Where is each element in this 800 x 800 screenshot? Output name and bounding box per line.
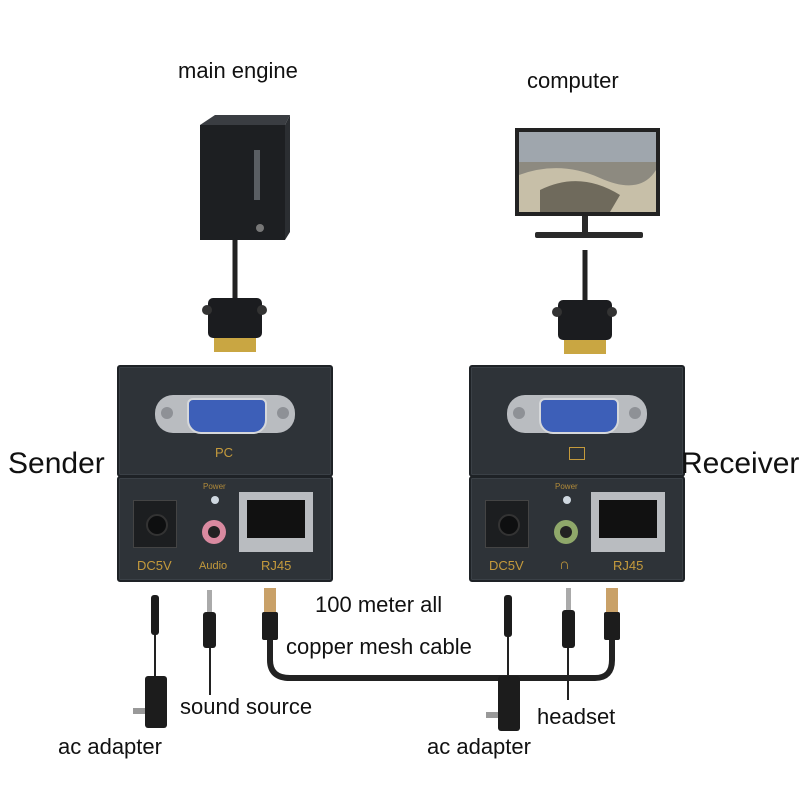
computer-label: computer (527, 68, 619, 93)
receiver-dc-plug (486, 595, 520, 731)
audio-jack[interactable] (202, 520, 226, 544)
dc5v-label: DC5V (489, 558, 524, 573)
right-ac-adapter-label: ac adapter (427, 734, 531, 759)
sender-label: Sender (8, 447, 105, 480)
cable-length-label: 100 meter all (315, 592, 443, 617)
power-led (563, 496, 571, 504)
monitor-icon (515, 128, 660, 238)
power-led (211, 496, 219, 504)
dc-jack[interactable] (133, 500, 177, 548)
sender-bottom-panel: Power DC5V Audio RJ45 (117, 476, 333, 582)
dc-jack[interactable] (485, 500, 529, 548)
vga-port[interactable] (187, 398, 267, 434)
audio-label: Audio (199, 560, 228, 572)
cable-type-label: copper mesh cable (286, 634, 472, 659)
main-engine-label: main engine (178, 58, 298, 83)
rj45-label: RJ45 (613, 558, 644, 573)
receiver-rj45-plug (604, 588, 620, 640)
headphone-jack[interactable] (554, 520, 578, 544)
sender-audio-plug (203, 590, 216, 695)
headset-label: headset (537, 704, 616, 729)
receiver-label: Receiver (681, 447, 800, 480)
screw-icon (161, 407, 173, 419)
screw-icon (277, 407, 289, 419)
left-ac-adapter-label: ac adapter (58, 734, 162, 759)
sender-dc-plug (133, 595, 167, 728)
pc-tower-icon (200, 115, 290, 240)
power-label: Power (555, 482, 578, 491)
headphone-icon: ∩ (559, 556, 570, 573)
receiver-bottom-panel: Power DC5V ∩ RJ45 (469, 476, 685, 582)
receiver-top-panel (469, 365, 685, 477)
monitor-icon (569, 447, 585, 460)
screw-icon (629, 407, 641, 419)
sound-source-label: sound source (180, 694, 313, 719)
vga-port[interactable] (539, 398, 619, 434)
receiver-audio-plug (562, 588, 575, 700)
power-label: Power (203, 482, 226, 491)
sender-rj45-plug (262, 588, 278, 640)
dc5v-label: DC5V (137, 558, 172, 573)
ethernet-cable (267, 625, 615, 681)
rj45-label: RJ45 (261, 558, 292, 573)
sender-top-panel: PC (117, 365, 333, 477)
rj45-port[interactable] (239, 492, 313, 552)
receiver-vga-cable (552, 250, 617, 354)
rj45-port[interactable] (591, 492, 665, 552)
pc-port-label: PC (215, 445, 234, 460)
sender-vga-cable (202, 240, 267, 352)
screw-icon (513, 407, 525, 419)
